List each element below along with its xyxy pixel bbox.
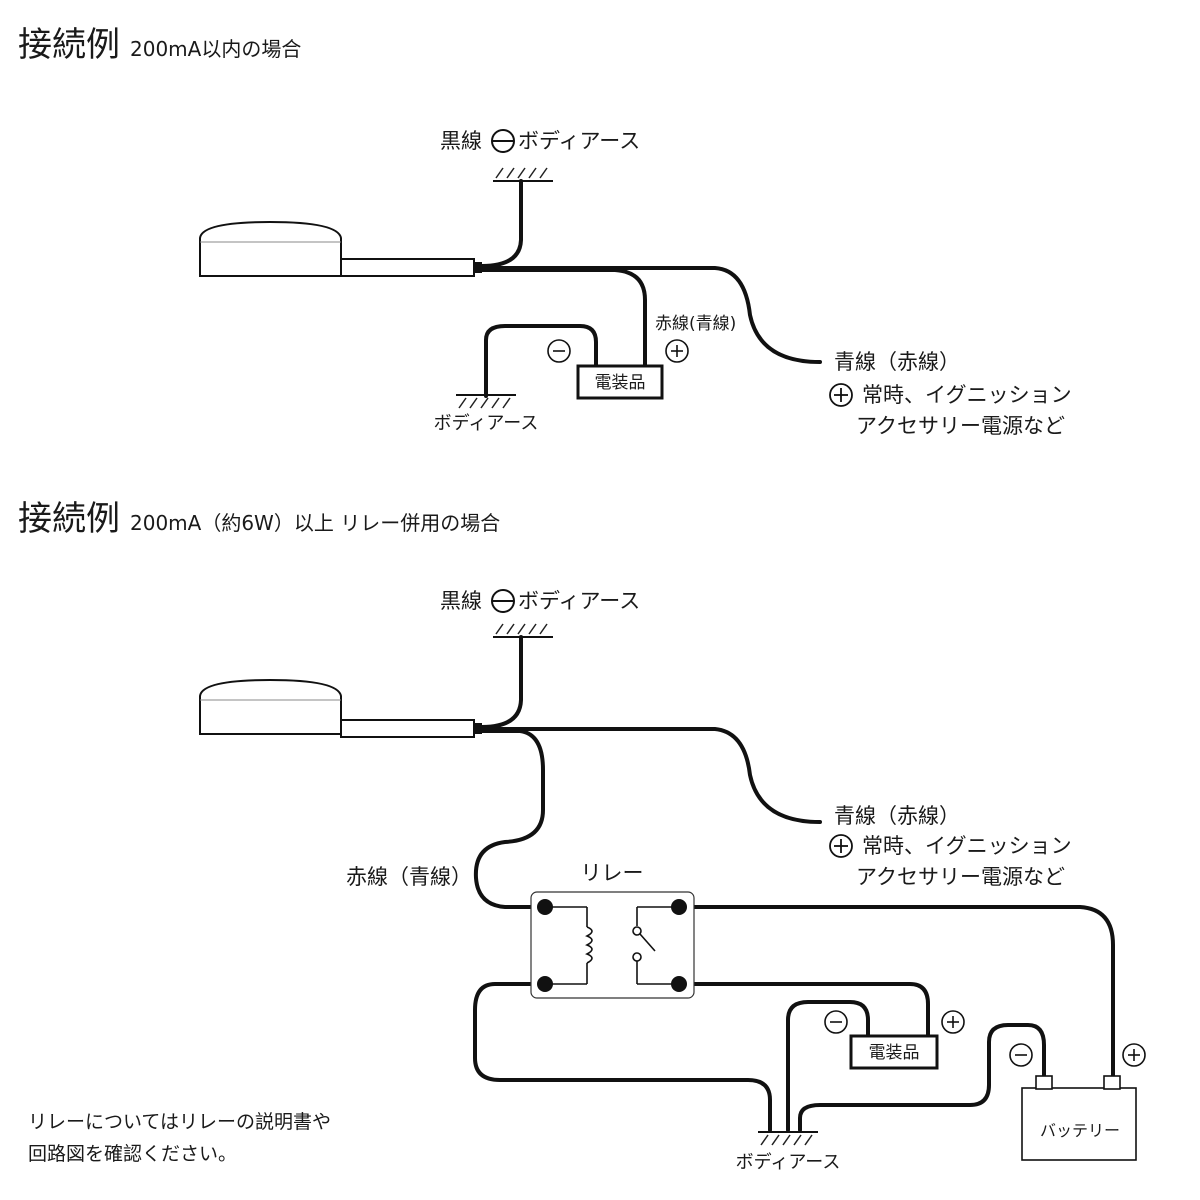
relay-to-battery-wire <box>677 905 1115 1084</box>
equipment-label: 電装品 <box>869 1043 920 1063</box>
blue-wire-desc-2: アクセサリー電源など <box>856 865 1065 889</box>
section-1-subheading: 200mA以内の場合 <box>130 37 301 61</box>
sensor-device <box>199 678 482 738</box>
section-2-heading: 接続例 <box>18 499 120 539</box>
blue-wire-label: 青線（赤線） <box>834 804 960 828</box>
section-2: 接続例 200mA（約6W）以上 リレー併用の場合 黒線 ボディアース <box>18 499 1146 1173</box>
black-wire-label: 黒線 <box>440 129 482 153</box>
battery-label: バッテリー <box>1040 1121 1120 1140</box>
ground-symbol-icon <box>456 394 516 409</box>
equipment-box <box>849 1034 939 1070</box>
plus-circle-icon <box>665 339 689 363</box>
black-wire-ground-label: ボディアース <box>518 589 640 613</box>
ground-symbol-icon <box>758 1131 818 1146</box>
black-wire <box>480 635 523 729</box>
section-1-heading: 接続例 <box>18 25 120 65</box>
section-1: 接続例 200mA以内の場合 黒線 ボディアース <box>18 25 1072 438</box>
equipment-box <box>576 364 664 400</box>
plus-circle-icon <box>941 1010 965 1034</box>
plus-circle-icon <box>829 834 853 858</box>
red-wire <box>480 268 647 370</box>
black-wire-label: 黒線 <box>440 589 482 613</box>
sensor-device <box>199 220 482 277</box>
ground-label: ボディアース <box>736 1152 841 1173</box>
ground-symbol-icon <box>493 623 553 638</box>
minus-circle-icon <box>491 589 515 613</box>
equipment-ground-wire <box>786 1000 870 1132</box>
plus-circle-icon <box>1122 1043 1146 1067</box>
ground-symbol-icon <box>493 167 553 182</box>
blue-wire-desc-1: 常時、イグニッション <box>862 383 1072 407</box>
note-line-2: 回路図を確認ください。 <box>28 1143 237 1165</box>
black-wire-ground-label: ボディアース <box>518 129 640 153</box>
relay-label: リレー <box>581 861 644 885</box>
relay <box>530 891 695 999</box>
red-wire <box>473 729 547 909</box>
plus-circle-icon <box>829 383 853 407</box>
battery-ground-wire <box>798 1023 1046 1132</box>
note-line-1: リレーについてはリレーの説明書や <box>28 1111 331 1133</box>
minus-circle-icon <box>547 339 571 363</box>
relay-to-equipment-wire <box>677 982 930 1038</box>
battery <box>1021 1075 1137 1161</box>
minus-circle-icon <box>1009 1043 1033 1067</box>
blue-wire <box>480 266 822 364</box>
blue-wire-desc-1: 常時、イグニッション <box>862 834 1072 858</box>
black-wire <box>480 179 523 268</box>
red-wire-label: 赤線(青線) <box>655 314 736 334</box>
blue-wire-desc-2: アクセサリー電源など <box>856 414 1065 438</box>
section-2-subheading: 200mA（約6W）以上 リレー併用の場合 <box>130 511 500 535</box>
equipment-ground-wire <box>484 324 598 398</box>
minus-circle-icon <box>824 1010 848 1034</box>
equipment-label: 電装品 <box>595 373 646 393</box>
red-wire-label: 赤線（青線） <box>346 865 472 889</box>
blue-wire-label: 青線（赤線） <box>834 350 960 374</box>
relay-coil-ground-wire <box>473 982 772 1132</box>
minus-circle-icon <box>491 129 515 153</box>
ground-label: ボディアース <box>434 413 539 434</box>
blue-wire <box>480 727 822 824</box>
